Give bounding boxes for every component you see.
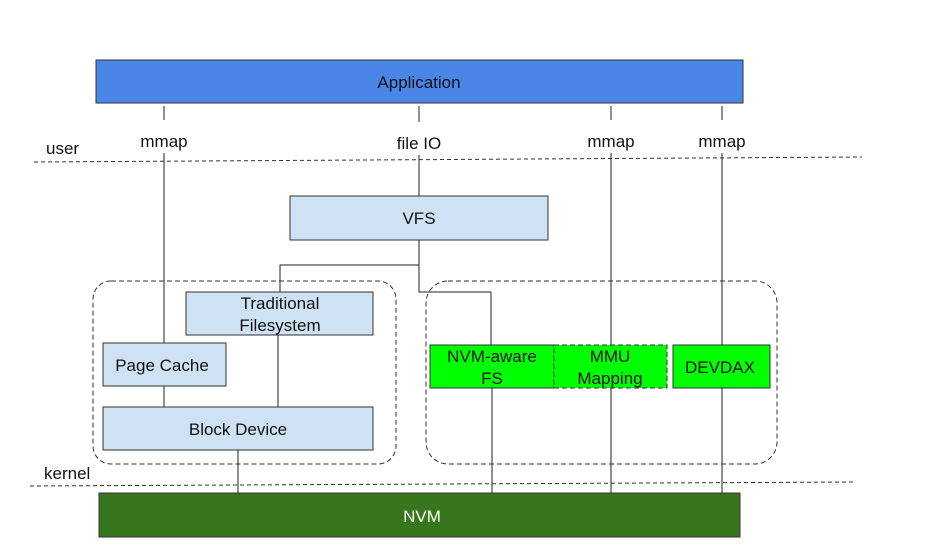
mmap-label-2: mmap [587, 132, 634, 151]
traditional-stack-group [92, 280, 397, 465]
page-cache-box [102, 342, 227, 387]
devdax-label: DEVDAX [685, 358, 755, 377]
vfs-to-traditional-fs-line [279, 240, 420, 292]
mmap-label-3: mmap [698, 132, 745, 151]
vfs-label: VFS [402, 209, 435, 228]
nvm-label: NVM [403, 507, 441, 526]
nvm-aware-fs-label-line1: NVM-aware [447, 347, 537, 366]
file-io-label: file IO [397, 134, 441, 153]
mmu-mapping-label-line1: MMU [590, 347, 631, 366]
kernel-boundary-line [29, 481, 857, 487]
nvm-aware-fs-box [429, 344, 555, 389]
mmu-mapping-label-line2: Mapping [577, 369, 642, 388]
user-label: user [46, 139, 79, 158]
mmap-label-1: mmap [140, 132, 187, 151]
nvm-box [98, 492, 741, 538]
traditional-fs-label-line1: Traditional [241, 294, 320, 313]
block-device-label: Block Device [189, 420, 287, 439]
nvm-aware-fs-label-line2: FS [481, 369, 503, 388]
traditional-fs-box [185, 291, 374, 336]
page-cache-label: Page Cache [115, 356, 209, 375]
block-device-box [102, 406, 374, 451]
mmu-mapping-box [553, 344, 668, 389]
user-boundary-line [33, 156, 863, 163]
kernel-label: kernel [44, 464, 90, 483]
application-label: Application [377, 73, 460, 92]
vfs-to-nvm-fs-line [418, 265, 492, 345]
nvm-stack-group [425, 280, 778, 465]
application-box [95, 59, 744, 104]
traditional-fs-label-line2: Filesystem [239, 316, 320, 335]
